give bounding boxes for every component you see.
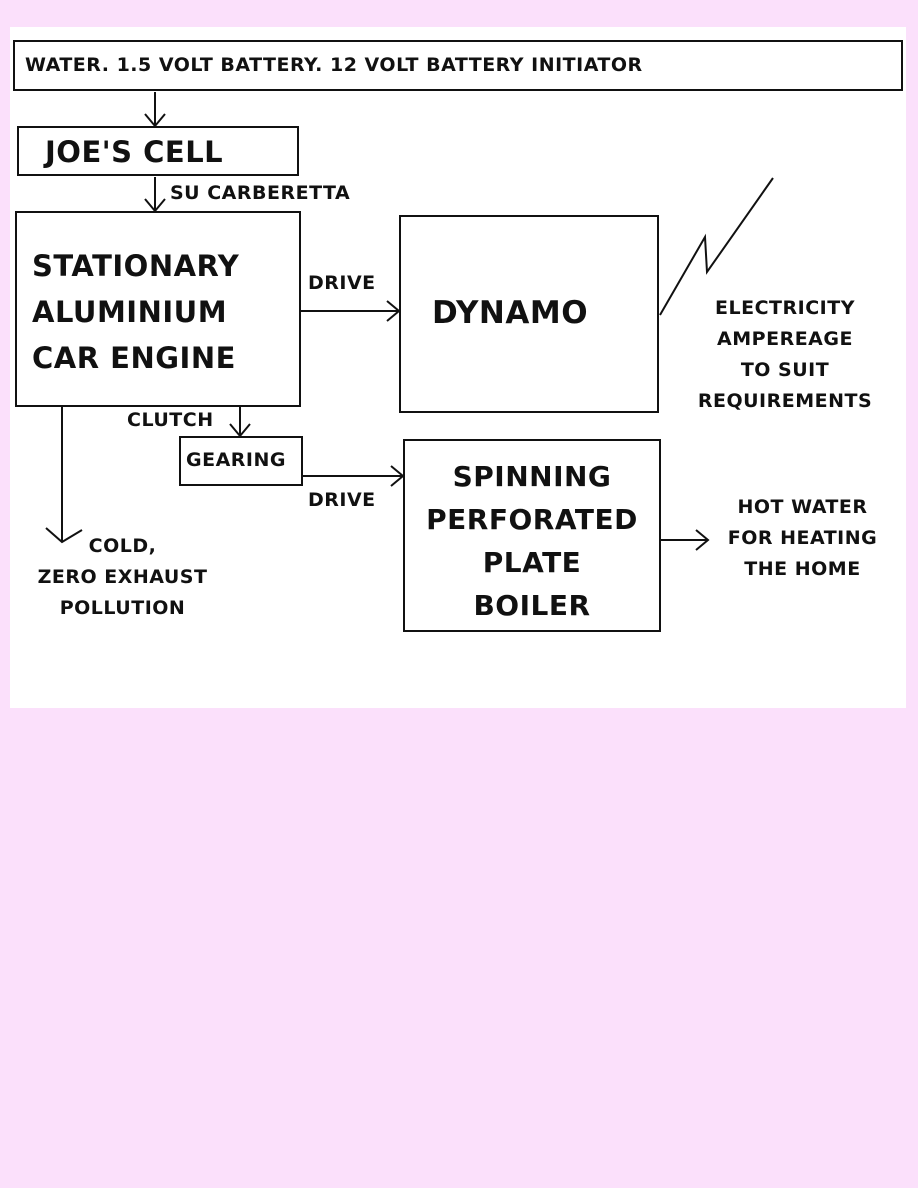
engine-box: STATIONARY ALUMINIUM CAR ENGINE — [15, 211, 301, 407]
exhaust-label: COLD, ZERO EXHAUST POLLUTION — [37, 535, 208, 619]
hot-water-label: HOT WATER FOR HEATING THE HOME — [727, 496, 878, 580]
engine-label: STATIONARY ALUMINIUM CAR ENGINE — [32, 249, 240, 375]
electricity-label: ELECTRICITY AMPEREAGE TO SUIT REQUIREMEN… — [697, 297, 873, 412]
input-box: WATER. 1.5 VOLT BATTERY. 12 VOLT BATTERY… — [13, 40, 903, 91]
joes-cell-label: JOE'S CELL — [45, 135, 224, 169]
dynamo-label: DYNAMO — [432, 295, 589, 331]
drive-label-top: DRIVE — [308, 272, 376, 294]
dynamo-box: DYNAMO — [399, 215, 659, 413]
boiler-label: SPINNING PERFORATED PLATE BOILER — [426, 460, 638, 622]
boiler-box: SPINNING PERFORATED PLATE BOILER — [403, 439, 661, 632]
joes-cell-box: JOE'S CELL — [17, 126, 299, 176]
gearing-box: GEARING — [179, 436, 303, 486]
drive-label-bottom: DRIVE — [308, 489, 376, 511]
clutch-label: CLUTCH — [127, 409, 214, 431]
input-box-label: WATER. 1.5 VOLT BATTERY. 12 VOLT BATTERY… — [25, 54, 643, 76]
carburetor-label: SU CARBERETTA — [170, 182, 351, 204]
gearing-label: GEARING — [186, 449, 286, 471]
